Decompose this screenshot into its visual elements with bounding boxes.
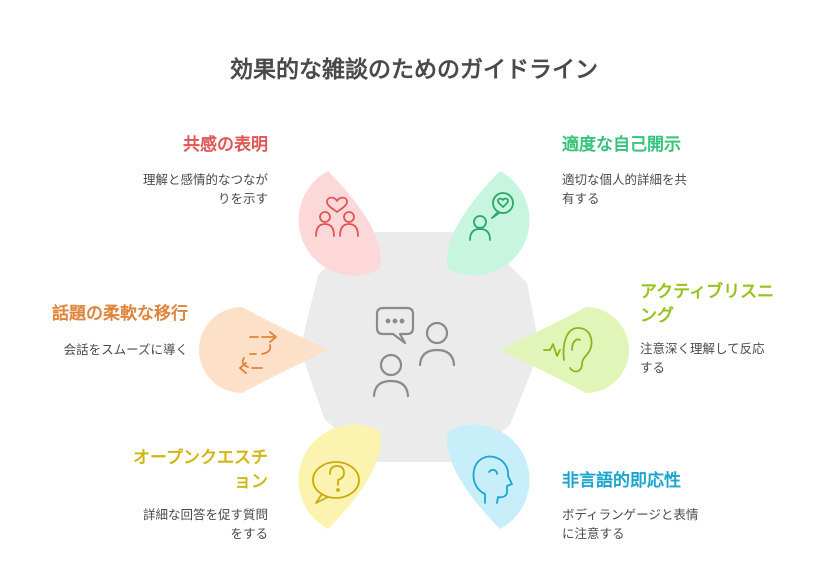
listening-desc-line-1: 注意深く理解して反応 — [640, 341, 765, 356]
question-petal — [298, 424, 381, 529]
nonverbal-petal — [447, 424, 530, 529]
disclosure-desc-line-2: 有する — [562, 191, 600, 206]
empathy-desc-line-1: 理解と感情的なつなが — [142, 172, 268, 187]
question-bubble-icon — [312, 461, 360, 504]
nonverbal-desc-line-2: に注意する — [562, 526, 625, 541]
disclosure-desc-line-1: 適切な個人的詳細を共 — [562, 172, 688, 187]
question-desc: 詳細な回答を促す質問 をする — [143, 505, 268, 543]
listening-label-line-1: アクティブリスニ — [640, 282, 775, 302]
transition-desc: 会話をスムーズに導く — [64, 340, 188, 359]
question-desc-line-1: 詳細な回答を促す質問 — [142, 507, 268, 522]
diagram-title: 効果的な雑談のためのガイドライン — [230, 57, 598, 83]
nonverbal-desc-line-1: ボディランゲージと表情 — [562, 507, 699, 522]
listening-label-line-2: ング — [640, 306, 674, 326]
listening-label: アクティブリスニ ング — [640, 280, 774, 328]
question-label-line-1: オープンクエスチ — [133, 448, 268, 468]
conversation-icon — [372, 306, 456, 398]
disclosure-petal — [447, 171, 530, 276]
transition-petal — [199, 307, 328, 393]
listening-desc: 注意深く理解して反応 する — [640, 339, 765, 377]
nonverbal-desc: ボディランゲージと表情 に注意する — [562, 505, 698, 543]
nonverbal-label: 非言語的即応性 — [562, 471, 681, 491]
head-profile-icon — [472, 455, 513, 504]
question-label: オープンクエスチ ョン — [133, 446, 268, 494]
empathy-petal — [298, 171, 381, 276]
empathy-label: 共感の表明 — [183, 135, 268, 155]
center-hexagon — [300, 232, 540, 462]
heart-people-icon — [315, 196, 359, 237]
transition-desc-line-1: 会話をスムーズに導く — [63, 342, 188, 357]
disclosure-label: 適度な自己開示 — [562, 135, 681, 155]
empathy-desc-line-2: りを示す — [217, 191, 268, 206]
disclosure-desc: 適切な個人的詳細を共 有する — [562, 170, 687, 208]
listening-petal — [500, 307, 629, 393]
empathy-desc: 理解と感情的なつなが りを示す — [143, 170, 268, 208]
transition-label: 話題の柔軟な移行 — [52, 304, 188, 324]
dashed-arrows-icon — [239, 331, 277, 374]
question-label-line-2: ョン — [234, 472, 268, 492]
question-desc-line-2: をする — [230, 526, 268, 541]
listening-desc-line-2: する — [640, 360, 666, 375]
person-speech-heart-icon — [469, 192, 514, 241]
ear-icon — [543, 327, 593, 373]
